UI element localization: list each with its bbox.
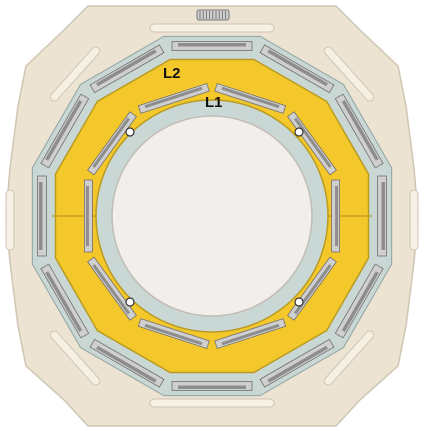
module-sensor xyxy=(85,186,89,246)
module-sensor xyxy=(221,323,280,346)
module-sensor xyxy=(178,385,246,389)
module-sensor xyxy=(144,86,203,109)
layer-l2-modules xyxy=(37,41,387,391)
mounting-hole xyxy=(294,127,304,137)
sensor-module xyxy=(87,111,137,176)
sensor-module xyxy=(40,263,90,339)
mounting-holes xyxy=(125,127,304,307)
top-connector xyxy=(196,9,230,21)
module-sensor xyxy=(335,186,339,246)
frame-slots xyxy=(5,23,419,408)
module-sensor xyxy=(341,271,379,332)
module-sensor xyxy=(96,49,157,87)
layer-label-l2: L2 xyxy=(163,65,181,82)
module-sensor xyxy=(45,100,83,161)
sensor-module xyxy=(331,179,341,253)
sensor-module xyxy=(334,93,384,169)
sensor-module xyxy=(214,82,287,114)
sensor-module xyxy=(89,44,165,94)
module-sensor xyxy=(92,117,131,168)
module-sensor xyxy=(144,323,203,346)
sensor-module xyxy=(87,256,137,321)
sensor-module xyxy=(377,175,387,257)
layer-label-l1: L1 xyxy=(205,94,223,111)
module-sensor xyxy=(92,264,131,315)
sensor-module xyxy=(171,381,253,391)
frame-slot xyxy=(5,189,15,251)
module-sensor xyxy=(45,271,83,332)
module-sensor xyxy=(267,345,328,383)
module-sensor xyxy=(341,100,379,161)
module-sensor xyxy=(39,182,43,250)
sensor-module xyxy=(40,93,90,169)
module-sensor xyxy=(178,43,246,47)
frame-slot xyxy=(149,398,275,408)
sensor-module xyxy=(214,318,287,350)
mounting-hole xyxy=(294,297,304,307)
sensor-module xyxy=(89,338,165,388)
module-sensor xyxy=(381,182,385,250)
frame-slot xyxy=(409,189,419,251)
frame-slot xyxy=(323,46,375,102)
sensor-module xyxy=(137,318,210,350)
sensor-module xyxy=(259,44,335,94)
sensor-module xyxy=(137,82,210,114)
module-sensor xyxy=(221,86,280,109)
frame-slot xyxy=(149,23,275,33)
sensor-module xyxy=(259,338,335,388)
sensor-module xyxy=(84,179,93,253)
module-sensor xyxy=(267,49,328,87)
frame-slot xyxy=(49,330,101,386)
frame-slot xyxy=(49,46,101,102)
sensor-module xyxy=(171,41,253,51)
sensor-module xyxy=(334,263,384,339)
module-sensor xyxy=(293,117,332,168)
mounting-hole xyxy=(125,127,135,137)
mounting-hole xyxy=(125,297,135,307)
module-sensor xyxy=(96,345,157,383)
inner-bore xyxy=(111,115,313,317)
frame-slot xyxy=(323,330,375,386)
sensor-module xyxy=(37,175,47,257)
